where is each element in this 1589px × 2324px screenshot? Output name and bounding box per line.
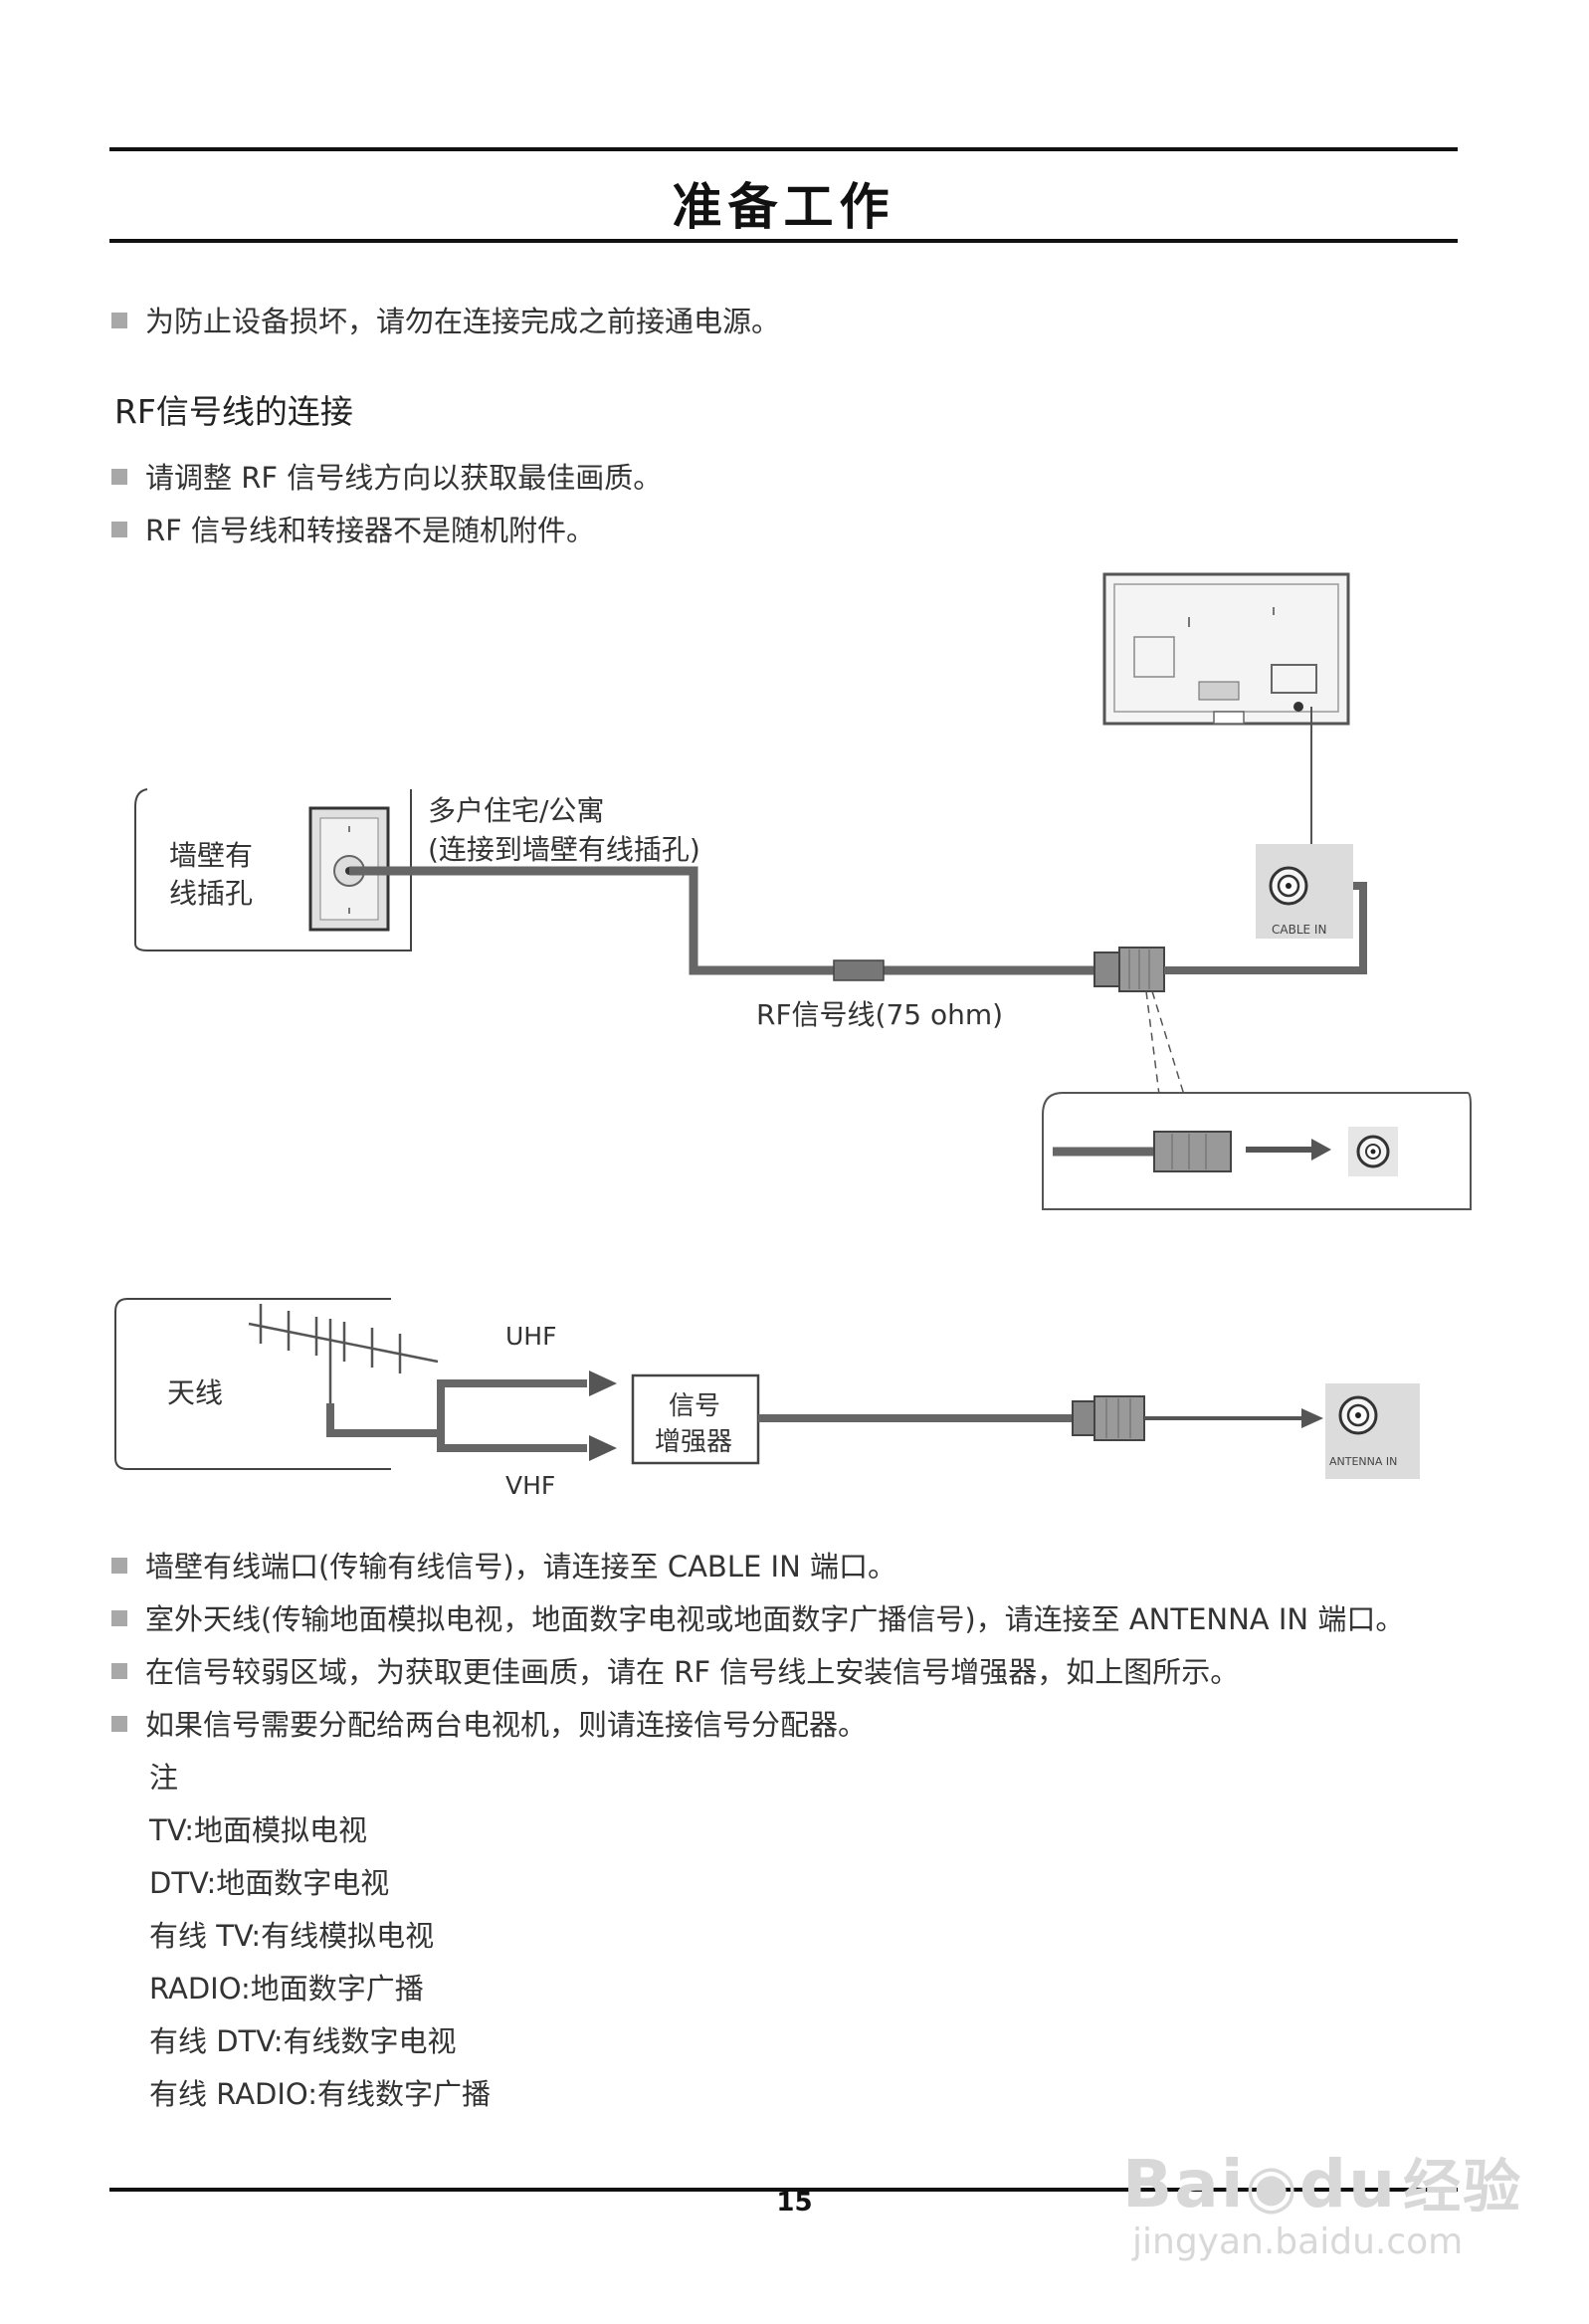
note-item: 有线 TV:有线模拟电视 [149,1919,435,1953]
rf-cable-label: RF信号线(75 ohm) [756,998,1004,1031]
bottom-bullet-text: 在信号较弱区域，为获取更佳画质，请在 RF 信号线上安装信号增强器，如上图所示。 [145,1655,1240,1689]
inset-plug-icon [1153,1131,1232,1172]
bullet-square-icon [111,1610,127,1626]
rf-plug-2-icon [1072,1395,1145,1441]
page-number: 15 [776,2188,813,2218]
uhf-label: UHF [505,1322,557,1351]
intro-bullet-text: 为防止设备损坏，请勿在连接完成之前接通电源。 [145,305,781,338]
apartment-label-2: (连接到墙壁有线插孔) [428,833,700,866]
watermark-url: jingyan.baidu.com [1132,2221,1464,2262]
footer-rule [109,2188,1458,2192]
wall-jack-label-2: 线插孔 [169,877,254,910]
bullet-square-icon [111,1663,127,1679]
rf-bullet-text: 请调整 RF 信号线方向以获取最佳画质。 [145,461,663,495]
bottom-bullet-2: 室外天线(传输地面模拟电视，地面数字电视或地面数字广播信号)，请连接至 ANTE… [111,1596,1404,1638]
antenna-icon [248,1304,439,1403]
bullet-square-icon [111,313,127,328]
cable-in-port-icon [1256,844,1353,939]
booster-box [631,1373,760,1465]
intro-bullet: 为防止设备损坏，请勿在连接完成之前接通电源。 [111,299,780,340]
vhf-label: VHF [505,1471,556,1500]
rf-bullet-2: RF 信号线和转接器不是随机附件。 [111,508,595,549]
bullet-square-icon [111,1716,127,1732]
antenna-in-port-icon [1325,1383,1420,1479]
antenna-box-outline [114,1298,391,1470]
booster-label-2: 增强器 [655,1427,733,1457]
antenna-cable [326,1403,441,1437]
note-item: RADIO:地面数字广播 [149,1972,424,2006]
uhf-arrow-icon [589,1371,617,1396]
rf-bullet-text: RF 信号线和转接器不是随机附件。 [145,514,596,547]
cable-in-port-label: CABLE IN [1272,923,1327,937]
apartment-label-1: 多户住宅/公寓 [428,794,605,827]
bottom-bullet-text: 室外天线(传输地面模拟电视，地面数字电视或地面数字广播信号)，请连接至 ANTE… [145,1602,1405,1636]
page-title: 准备工作 [672,178,895,236]
callout-dash-right [1151,990,1185,1096]
notes-heading: 注 [149,1761,179,1795]
note-item: 有线 RADIO:有线数字广播 [149,2077,492,2111]
antenna-port-arrow-icon [1301,1408,1323,1428]
top-rule [109,147,1458,151]
rf-plug-icon [1093,947,1165,992]
paw-icon: ◉ [1245,2152,1299,2221]
callout-dash-left [1145,990,1160,1096]
watermark-brand-2: du [1298,2146,1398,2222]
watermark-brand: Bai [1122,2146,1246,2222]
rf-cable [349,866,1099,975]
note-item: TV:地面模拟电视 [149,1813,367,1847]
bottom-bullet-1: 墙壁有线端口(传输有线信号)，请连接至 CABLE IN 端口。 [111,1544,896,1585]
bottom-bullet-3: 在信号较弱区域，为获取更佳画质，请在 RF 信号线上安装信号增强器，如上图所示。 [111,1649,1239,1691]
rf-bullet-1: 请调整 RF 信号线方向以获取最佳画质。 [111,455,662,497]
inset-port-icon [1348,1127,1398,1176]
bottom-bullet-text: 墙壁有线端口(传输有线信号)，请连接至 CABLE IN 端口。 [145,1550,896,1584]
vhf-arrow-icon [589,1435,617,1461]
antenna-label: 天线 [167,1376,224,1409]
bullet-square-icon [111,469,127,485]
bullet-square-icon [111,1558,127,1574]
inset-arrow-head-icon [1311,1139,1331,1161]
tv-back-icon [1102,572,1350,726]
watermark-brand-3: 经验 [1403,2153,1523,2220]
antenna-in-port-label: ANTENNA IN [1329,1455,1398,1468]
note-item: 有线 DTV:有线数字电视 [149,2024,457,2058]
section-heading: RF信号线的连接 [114,392,353,431]
splitter-cable [437,1379,587,1452]
title-underline [109,239,1458,243]
cable-coupler [833,959,885,981]
bullet-square-icon [111,522,127,537]
wall-jack-label-1: 墙壁有 [169,839,254,872]
wall-box-outline [134,788,412,951]
bottom-bullet-4: 如果信号需要分配给两台电视机，则请连接信号分配器。 [111,1702,867,1744]
booster-label-1: 信号 [669,1391,721,1421]
bottom-bullet-text: 如果信号需要分配给两台电视机，则请连接信号分配器。 [145,1708,868,1742]
note-item: DTV:地面数字电视 [149,1866,390,1900]
